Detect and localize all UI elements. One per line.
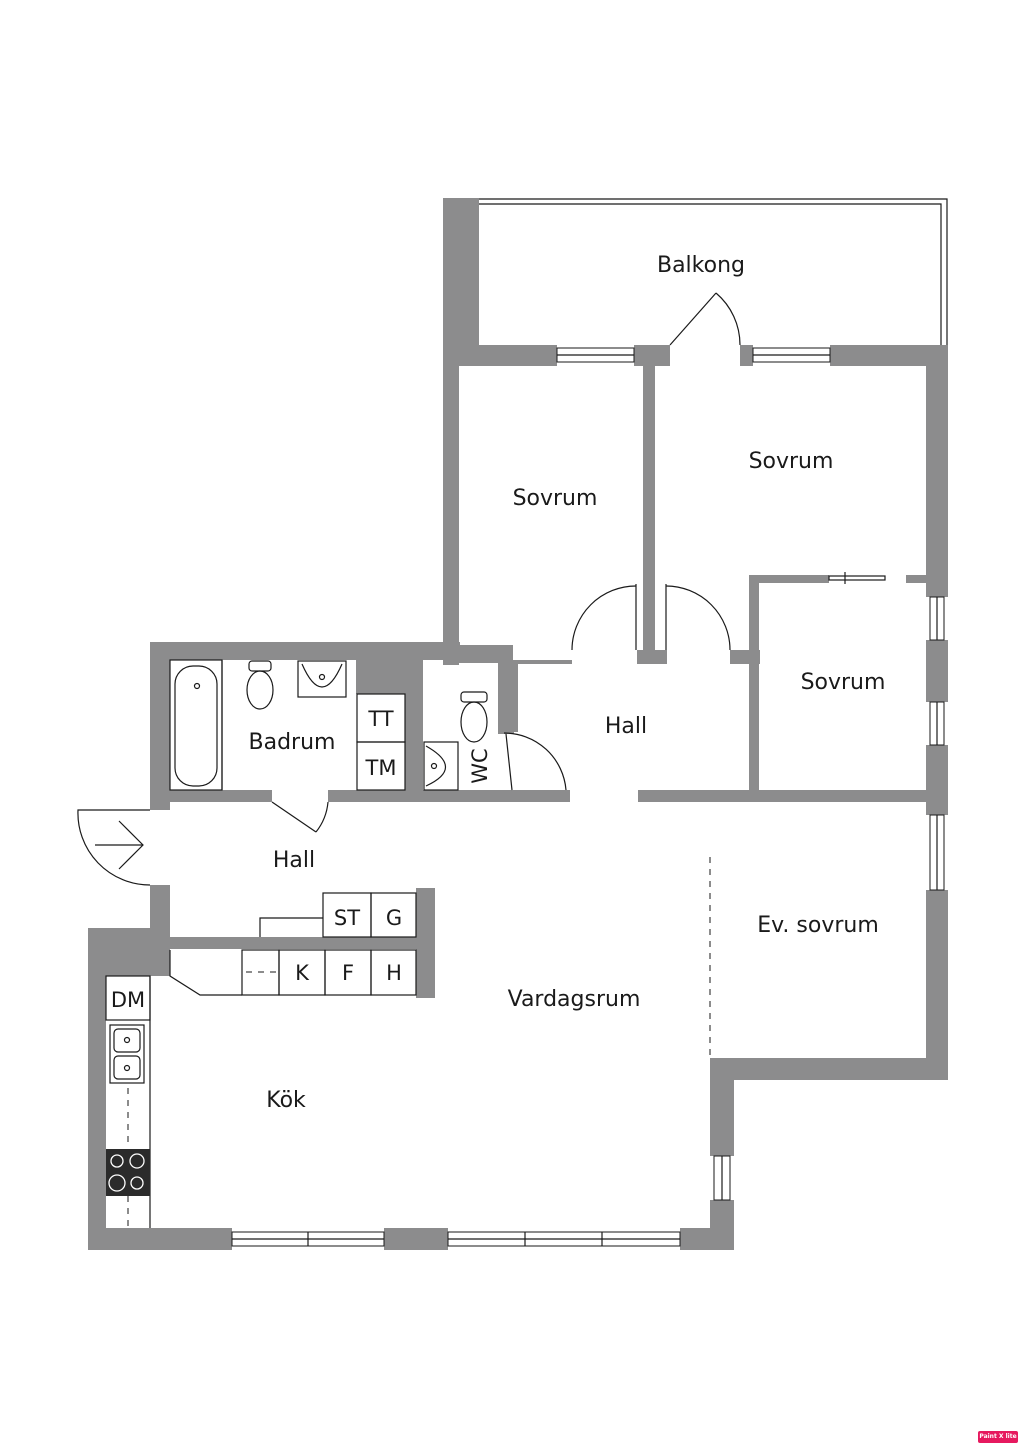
label-k: K [295,961,310,985]
balcony-door [669,292,741,346]
entry-door [77,809,151,886]
brand-badge: Paint X lite [978,1431,1018,1443]
label-g: G [386,906,402,930]
label-sovrum-1: Sovrum [513,486,598,511]
outlines [77,198,948,1247]
wc-door [503,732,567,791]
bath-toilet [246,660,274,710]
label-hall-entry: Hall [273,848,315,873]
bath-sink [297,660,347,698]
fixture-labels: TT TM ST G K F H DM [111,707,402,1012]
label-f: F [342,961,354,985]
label-tt: TT [367,707,393,731]
kitchen-counter [105,975,151,1228]
wc-toilet [460,691,488,743]
label-balkong: Balkong [657,253,745,278]
sliding-door [828,572,886,584]
wc-sink [423,741,459,791]
label-h: H [386,961,402,985]
label-hall-inner: Hall [605,714,647,739]
bathroom-door [271,801,329,833]
label-tm: TM [365,756,397,780]
walls [88,198,948,1250]
label-st: ST [334,906,360,930]
label-ev-sovrum: Ev. sovrum [757,913,879,938]
label-wc: WC [468,748,492,783]
label-sovrum-2: Sovrum [749,449,834,474]
room-labels: Balkong Sovrum Sovrum Sovrum Hall Badrum… [249,253,886,1113]
label-badrum: Badrum [249,730,336,755]
storage-lower [169,949,417,996]
label-dm: DM [111,988,145,1012]
bedroom-doors [571,584,731,651]
label-vardagsrum: Vardagsrum [508,987,641,1012]
bathtub [169,659,223,791]
label-kok: Kök [266,1088,306,1113]
windows [231,347,945,1247]
label-sovrum-3: Sovrum [801,670,886,695]
storage-upper [259,892,417,938]
